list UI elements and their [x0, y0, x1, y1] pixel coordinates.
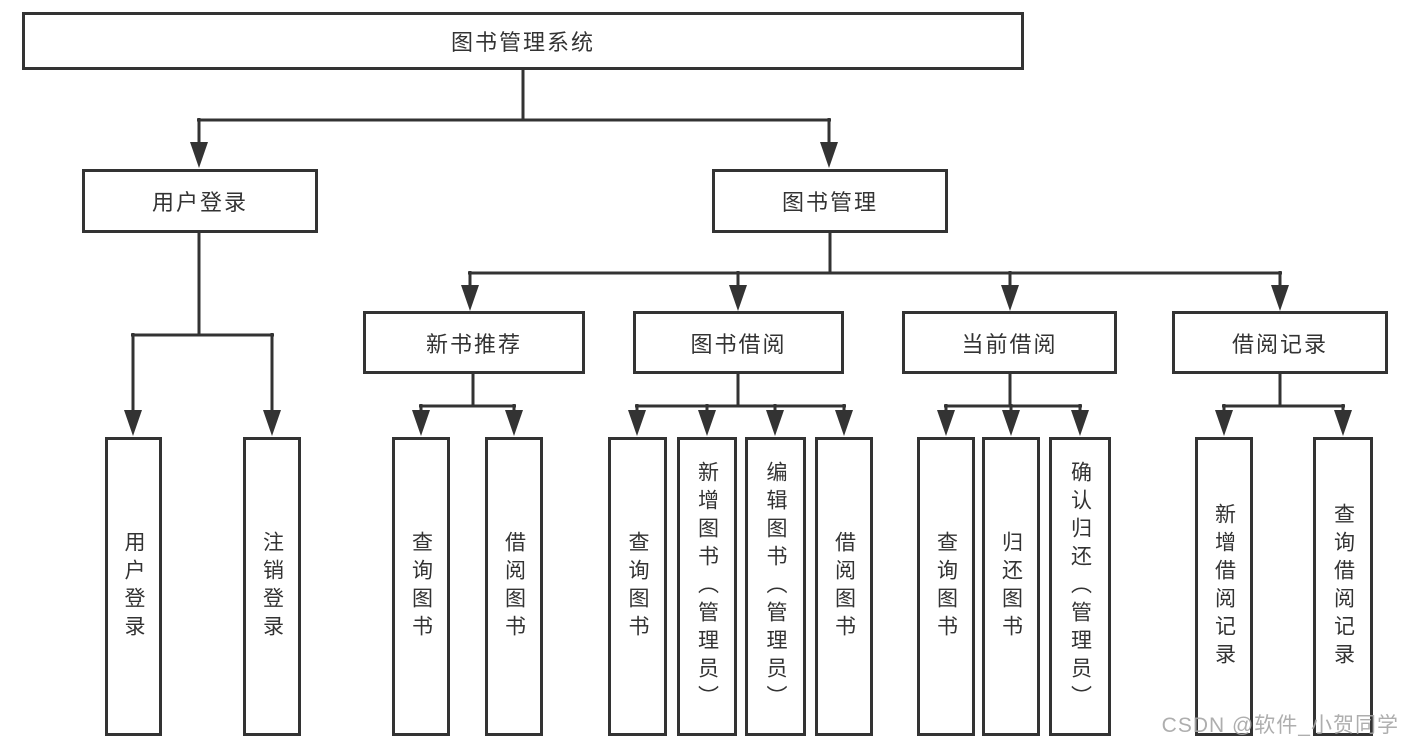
leaf-borrow-borrow-book: 借阅图书 [815, 437, 873, 736]
edges-borrow-to-leaves [628, 374, 853, 436]
leaf-user-login-label: 用户登录 [122, 530, 146, 643]
node-root-system: 图书管理系统 [22, 12, 1024, 70]
leaf-borrow-add-book-admin-label: 新增图书（管理员） [695, 460, 719, 713]
leaf-record-query-borrow-record: 查询借阅记录 [1313, 437, 1373, 736]
edges-userlogin-to-leaves [124, 233, 281, 436]
leaf-current-confirm-return-admin-label: 确认归还（管理员） [1068, 460, 1092, 713]
leaf-borrow-add-book-admin: 新增图书（管理员） [677, 437, 737, 736]
leaf-recommend-query-book: 查询图书 [392, 437, 450, 736]
node-current-borrow: 当前借阅 [902, 311, 1117, 374]
leaf-recommend-borrow-book-label: 借阅图书 [502, 530, 526, 643]
leaf-borrow-edit-book-admin-label: 编辑图书（管理员） [764, 460, 788, 713]
leaf-borrow-edit-book-admin: 编辑图书（管理员） [745, 437, 806, 736]
leaf-record-add-borrow-record-label: 新增借阅记录 [1212, 502, 1236, 671]
node-book-borrow: 图书借阅 [633, 311, 844, 374]
node-book-management: 图书管理 [712, 169, 948, 233]
leaf-current-query-book: 查询图书 [917, 437, 975, 736]
leaf-record-add-borrow-record: 新增借阅记录 [1195, 437, 1253, 736]
leaf-recommend-query-book-label: 查询图书 [409, 530, 433, 643]
leaf-current-query-book-label: 查询图书 [934, 530, 958, 643]
leaf-current-confirm-return-admin: 确认归还（管理员） [1049, 437, 1111, 736]
leaf-current-return-book-label: 归还图书 [999, 530, 1023, 643]
leaf-user-login: 用户登录 [105, 437, 162, 736]
leaf-logout-label: 注销登录 [260, 530, 284, 643]
node-new-book-recommend: 新书推荐 [363, 311, 585, 374]
edges-bookmgmt-to-level3 [461, 233, 1289, 311]
node-borrow-record: 借阅记录 [1172, 311, 1388, 374]
leaf-logout: 注销登录 [243, 437, 301, 736]
edges-record-to-leaves [1215, 374, 1352, 436]
leaf-borrow-borrow-book-label: 借阅图书 [832, 530, 856, 643]
csdn-watermark: CSDN @软件_小贺同学 [1161, 714, 1399, 737]
leaf-record-query-borrow-record-label: 查询借阅记录 [1331, 502, 1355, 671]
node-user-login: 用户登录 [82, 169, 318, 233]
edges-current-to-leaves [937, 374, 1089, 436]
leaf-recommend-borrow-book: 借阅图书 [485, 437, 543, 736]
edges-recommend-to-leaves [412, 374, 523, 436]
leaf-current-return-book: 归还图书 [982, 437, 1040, 736]
edges-root-to-level2 [190, 70, 838, 168]
leaf-borrow-query-book: 查询图书 [608, 437, 667, 736]
leaf-borrow-query-book-label: 查询图书 [626, 530, 650, 643]
